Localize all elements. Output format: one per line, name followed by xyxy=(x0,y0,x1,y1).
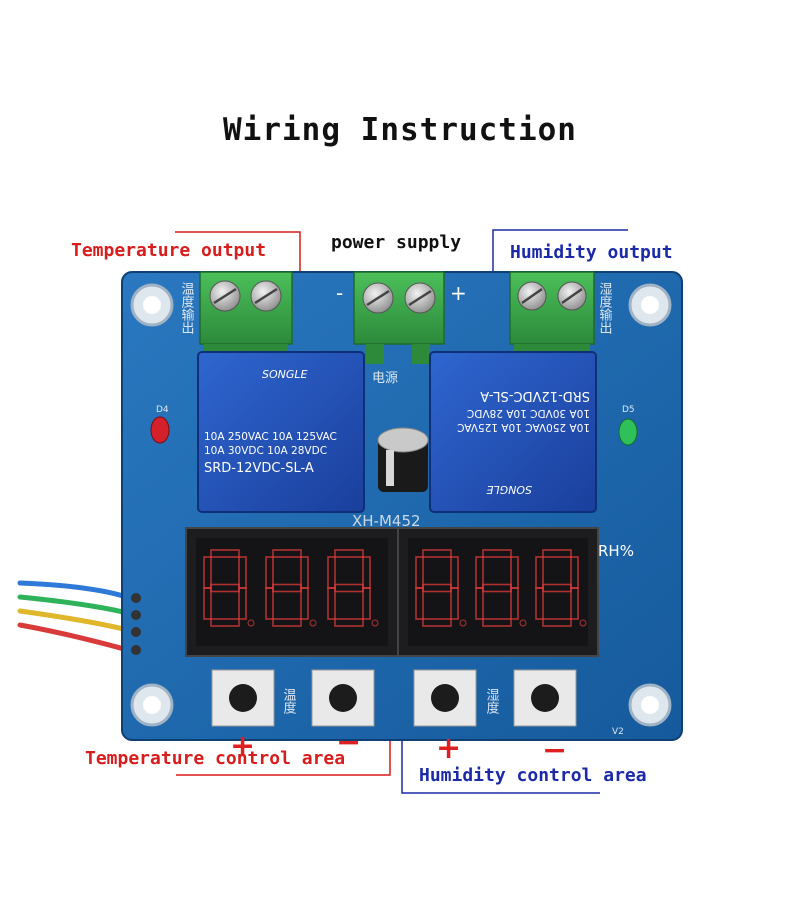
board-model: XH-M452 xyxy=(352,512,421,530)
digit-segment xyxy=(415,587,424,620)
digit-segment xyxy=(422,549,452,558)
digit-segment xyxy=(334,549,364,558)
humidity-minus-mark: − xyxy=(542,733,567,768)
digit-segment xyxy=(238,587,247,620)
red-led xyxy=(150,416,170,444)
humidity-plus-mark: + xyxy=(436,731,461,766)
digit-segment xyxy=(542,549,572,558)
terminal-block-humidity xyxy=(509,271,595,356)
relay-left-line1: 10A 250VAC 10A 125VAC xyxy=(204,431,337,443)
decimal-point xyxy=(247,619,255,627)
relay-left-model: SRD-12VDC-SL-A xyxy=(204,461,314,476)
relay-left-line2: 10A 30VDC 10A 28VDC xyxy=(204,445,327,457)
cn-humidity-label: 湿度 xyxy=(484,688,500,714)
capacitor xyxy=(377,427,429,492)
relay-right-line2: 10A 30VDC 10A 28VDC xyxy=(467,407,590,419)
sensor-cable xyxy=(17,580,138,655)
digit-segment xyxy=(362,587,371,620)
digit-segment xyxy=(535,587,544,620)
mounting-holes xyxy=(130,283,672,727)
relay-left-brand: SONGLE xyxy=(262,368,308,381)
terminal-block-power xyxy=(353,271,445,364)
digit-segment xyxy=(334,618,364,627)
digit-segment xyxy=(510,587,519,620)
unit-label: RH% xyxy=(598,542,634,560)
temp-minus-mark: − xyxy=(336,725,361,760)
cn-power-label: 电源 xyxy=(372,371,398,386)
relay-right-brand: SONGLE xyxy=(486,483,532,496)
button-temp-minus[interactable] xyxy=(311,669,375,727)
cn-humidity-output-label: 湿度输出 xyxy=(597,282,613,334)
relay-right-line1: 10A 250VAC 10A 125VAC xyxy=(457,421,590,433)
relay-right: SONGLE 10A 250VAC 10A 125VAC 10A 30VDC 1… xyxy=(429,351,597,513)
cn-temp-output-label: 温度输出 xyxy=(179,282,195,334)
display-digits xyxy=(203,549,587,627)
power-supply-label: power supply xyxy=(331,232,462,253)
green-led xyxy=(618,418,638,446)
button-humidity-plus[interactable] xyxy=(413,669,477,727)
digit-segment xyxy=(203,587,212,620)
humidity-control-area-label: Humidity control area xyxy=(419,765,647,786)
digit-segment xyxy=(422,618,452,627)
led-left-label: D4 xyxy=(156,405,169,415)
decimal-point xyxy=(459,619,467,627)
digit-segment xyxy=(542,618,572,627)
power-minus-label: - xyxy=(336,281,343,305)
humidity-output-label: Humidity output xyxy=(510,242,673,263)
digit-segment xyxy=(265,587,274,620)
decimal-point xyxy=(371,619,379,627)
digit-segment xyxy=(327,587,336,620)
led-right-label: D5 xyxy=(622,405,635,415)
digit-segment xyxy=(450,587,459,620)
terminal-block-temperature xyxy=(199,271,293,356)
temp-plus-mark: + xyxy=(230,729,255,764)
digit-segment xyxy=(272,618,302,627)
button-humidity-minus[interactable] xyxy=(513,669,577,727)
sensor-header-pins xyxy=(131,593,141,655)
digit-segment xyxy=(570,587,579,620)
relay-right-model: SRD-12VDC-SL-A xyxy=(480,388,590,403)
digit-segment xyxy=(272,549,302,558)
cn-temp-label: 温度 xyxy=(281,688,297,714)
page-title: Wiring Instruction xyxy=(223,112,577,148)
button-temp-plus[interactable] xyxy=(211,669,275,727)
digit-segment xyxy=(210,618,240,627)
power-plus-label: + xyxy=(450,281,467,305)
decimal-point xyxy=(579,619,587,627)
decimal-point xyxy=(519,619,527,627)
temperature-control-area-label: Temperature control area xyxy=(85,748,346,769)
digit-segment xyxy=(300,587,309,620)
digit-segment xyxy=(475,587,484,620)
board-version: V2 xyxy=(612,727,624,737)
decimal-point xyxy=(309,619,317,627)
temperature-output-label: Temperature output xyxy=(71,240,267,261)
digit-segment xyxy=(482,549,512,558)
digit-segment xyxy=(210,549,240,558)
relay-left: SONGLE 10A 250VAC 10A 125VAC 10A 30VDC 1… xyxy=(197,351,365,513)
digit-segment xyxy=(482,618,512,627)
